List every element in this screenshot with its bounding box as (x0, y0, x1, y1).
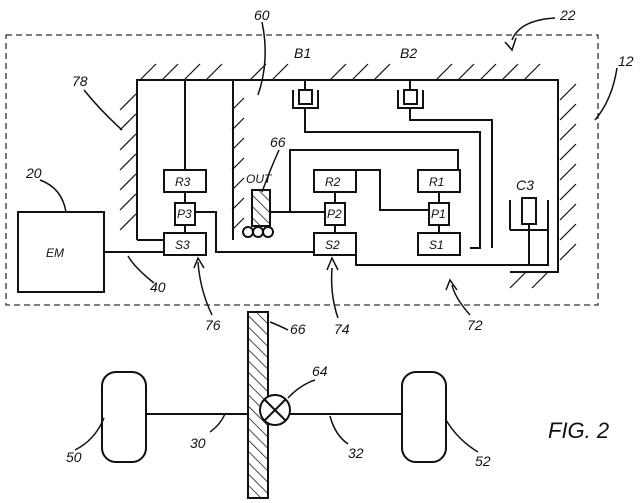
ground-hatching-right (509, 83, 577, 289)
ground-hatching-top (139, 63, 541, 81)
ref-74: 74 (334, 321, 350, 337)
b1-label: B1 (294, 45, 311, 61)
r1-label: R1 (429, 175, 444, 189)
s3-label: S3 (175, 238, 190, 252)
ref-12: 12 (618, 53, 634, 69)
s2-label: S2 (325, 238, 340, 252)
ref-66-top: 66 (270, 134, 286, 150)
leader-lines (39, 17, 618, 453)
ref-66-bottom: 66 (290, 321, 306, 337)
c3-label: C3 (516, 177, 534, 193)
ref-20: 20 (25, 165, 42, 181)
wheel-right (401, 371, 447, 463)
ground-hatching-left (119, 93, 137, 231)
p3-label: P3 (177, 207, 192, 221)
ref-76: 76 (205, 317, 221, 333)
ref-72: 72 (467, 317, 483, 333)
gearset-3 (163, 169, 207, 256)
r3-label: R3 (175, 175, 191, 189)
out-label: OUT (246, 172, 273, 186)
ref-22: 22 (559, 7, 576, 23)
r2-label: R2 (325, 175, 341, 189)
p2-label: P2 (327, 207, 342, 221)
ref-32: 32 (348, 445, 364, 461)
ref-40: 40 (150, 279, 166, 295)
s1-label: S1 (429, 238, 444, 252)
p1-label: P1 (431, 207, 446, 221)
ref-64: 64 (312, 363, 328, 379)
r2-to-p1 (356, 169, 429, 211)
output-gear-66 (242, 189, 290, 238)
b1-route (304, 108, 481, 249)
p3-to-s2 (195, 211, 314, 253)
clutch-c3 (509, 197, 549, 265)
gearset-2 (313, 169, 357, 256)
ref-78: 78 (72, 73, 88, 89)
b2-route (409, 108, 493, 248)
ref-50: 50 (66, 449, 82, 465)
electric-machine (17, 211, 105, 293)
p2-to-r1 (289, 149, 459, 213)
em-label: EM (46, 246, 64, 260)
ref-30: 30 (190, 435, 206, 451)
differential (259, 394, 291, 426)
ref-52: 52 (475, 453, 491, 469)
ref-60: 60 (254, 7, 270, 23)
b2-label: B2 (400, 45, 417, 61)
brake-b1 (292, 80, 319, 109)
figure-title: FIG. 2 (548, 418, 609, 443)
housing-boundary (5, 34, 599, 306)
ground-frame (136, 79, 559, 273)
gearset-1 (417, 169, 461, 256)
s2-to-c3 (355, 230, 549, 266)
wheel-left (101, 371, 147, 463)
brake-b2 (397, 80, 424, 109)
